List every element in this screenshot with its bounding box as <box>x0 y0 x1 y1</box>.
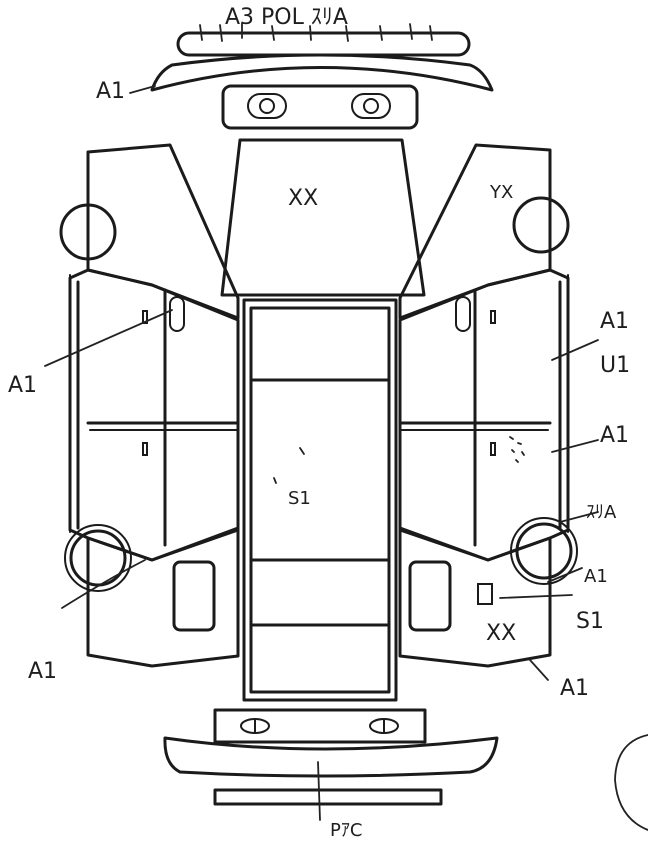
rear-bumper <box>163 736 499 778</box>
right-sill-mark: ｽﾘA <box>586 502 617 523</box>
right-rear-bumper-mark: A1 <box>560 676 589 701</box>
headlight-left-icon <box>247 93 287 119</box>
rear-lamp-mark-icon <box>477 583 493 605</box>
roof <box>242 298 398 702</box>
roof-mark: S1 <box>288 488 311 509</box>
left-front-handle-icon <box>142 310 148 324</box>
right-rear-panel-mark: A1 <box>584 566 608 587</box>
wheel-rear-right-icon <box>510 517 578 585</box>
rear-bumper-note-text: PｱC <box>330 820 362 841</box>
right-front-door-mark-2: U1 <box>600 353 630 378</box>
wheel-front-right-icon <box>512 196 570 254</box>
hood <box>220 138 426 297</box>
rear-plate-strip <box>213 788 443 806</box>
left-front-door-mark: A1 <box>8 373 37 398</box>
front-bumper-mark: A1 <box>96 79 125 104</box>
wheel-rear-left-icon <box>64 524 132 592</box>
grille-note-text: A3 POL ｽﾘA <box>225 5 348 30</box>
trunk-mark: XX <box>486 621 516 646</box>
left-rear-mark: A1 <box>28 659 57 684</box>
right-front-door-mark: A1 <box>600 309 629 334</box>
rear-tail-panel <box>213 708 427 744</box>
wheel-front-left-icon <box>59 203 117 261</box>
hood-mark: XX <box>288 186 318 211</box>
headlight-right-icon <box>351 93 391 119</box>
right-side-body <box>398 143 570 668</box>
right-front-fender-mark: YX <box>489 182 513 203</box>
right-rear-lamp-mark: S1 <box>576 609 604 634</box>
right-rear-door-mark: A1 <box>600 423 629 448</box>
front-bumper <box>150 53 494 92</box>
left-rear-handle-icon <box>142 442 148 456</box>
right-front-handle-icon <box>490 310 496 324</box>
right-rear-handle-icon <box>490 442 496 456</box>
ink-annotations <box>44 22 648 831</box>
headlight-panel <box>221 84 419 130</box>
